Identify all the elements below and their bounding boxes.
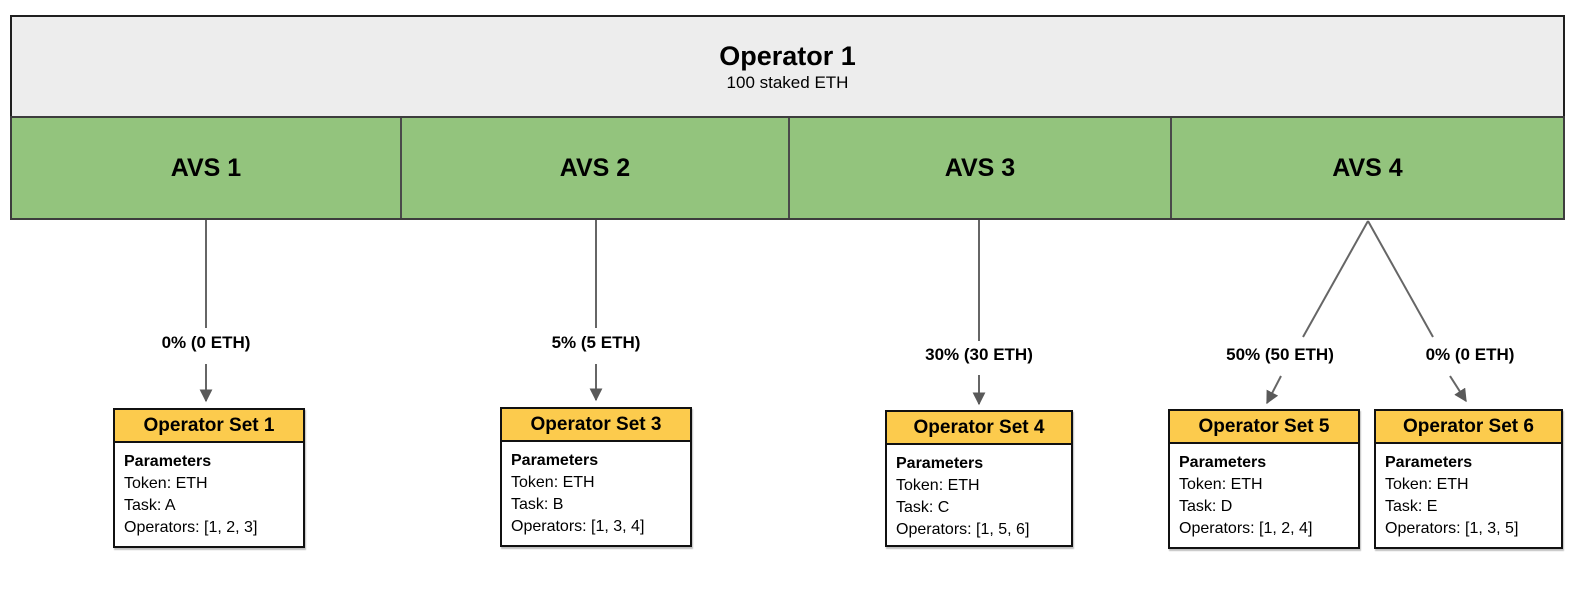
avs-1-label: AVS 1 [170,153,242,182]
avs-3-label: AVS 3 [944,153,1016,182]
param-token: Token: ETH [896,477,980,494]
operator-set-box-1: Operator Set 1 Parameters Token: ETH Tas… [113,408,305,548]
operator-set-1-header: Operator Set 1 [115,410,303,443]
operator-set-4-header: Operator Set 4 [887,412,1071,445]
param-token: Token: ETH [124,475,208,492]
param-operators: Operators: [1, 2, 3] [124,519,258,536]
param-heading: Parameters [124,453,212,470]
operator-set-3-params: Parameters Token: ETH Task: B Operators:… [502,442,690,538]
operator-set-6-title: Operator Set 6 [1403,415,1534,437]
param-task: Task: A [124,497,176,514]
avs-cell-3: AVS 3 [790,118,1172,218]
operator-set-5-params: Parameters Token: ETH Task: D Operators:… [1170,444,1358,540]
operator-set-4-title: Operator Set 4 [913,416,1045,438]
allocation-label-avs1: 0% (0 ETH) [161,333,251,352]
param-heading: Parameters [511,452,599,469]
arrow-avs4-left-line [1302,220,1369,338]
operator-set-5-title: Operator Set 5 [1198,415,1330,437]
arrow-avs4-to-set6 [1449,375,1467,403]
avs-cell-2: AVS 2 [402,118,790,218]
param-task: Task: C [896,499,950,516]
param-operators: Operators: [1, 5, 6] [896,521,1030,538]
param-operators: Operators: [1, 3, 4] [511,518,645,535]
allocation-label-avs2: 5% (5 ETH) [551,333,641,352]
avs-cell-1: AVS 1 [12,118,402,218]
avs-2-label: AVS 2 [559,153,631,182]
operator-node: Operator 1 100 staked ETH [10,15,1565,118]
operator-set-1-params: Parameters Token: ETH Task: A Operators:… [115,443,303,539]
operator-set-4-params: Parameters Token: ETH Task: C Operators:… [887,445,1071,541]
param-token: Token: ETH [1179,476,1263,493]
param-heading: Parameters [1179,454,1267,471]
param-task: Task: B [511,496,564,513]
operator-stake: 100 staked ETH [726,73,849,92]
operator-set-box-6: Operator Set 6 Parameters Token: ETH Tas… [1374,409,1563,549]
operator-set-box-5: Operator Set 5 Parameters Token: ETH Tas… [1168,409,1360,549]
operator-set-3-title: Operator Set 3 [530,413,662,435]
param-token: Token: ETH [511,474,595,491]
operator-set-5-header: Operator Set 5 [1170,411,1358,444]
allocation-label-avs4-set5: 50% (50 ETH) [1226,345,1334,364]
param-operators: Operators: [1, 2, 4] [1179,520,1313,537]
arrow-avs4-right-line [1367,220,1434,338]
param-token: Token: ETH [1385,476,1469,493]
operator-set-6-header: Operator Set 6 [1376,411,1561,444]
param-task: Task: D [1179,498,1233,515]
allocation-label-avs3: 30% (30 ETH) [925,345,1033,364]
param-heading: Parameters [1385,454,1473,471]
avs-cell-4: AVS 4 [1172,118,1563,218]
operator-title: Operator 1 [719,41,856,71]
avs-4-label: AVS 4 [1332,153,1403,182]
allocation-label-avs4-set6: 0% (0 ETH) [1425,345,1515,364]
operator-set-6-params: Parameters Token: ETH Task: E Operators:… [1376,444,1561,540]
param-task: Task: E [1385,498,1438,515]
param-operators: Operators: [1, 3, 5] [1385,520,1519,537]
avs-row: AVS 1 AVS 2 AVS 3 AVS 4 [10,116,1565,220]
param-heading: Parameters [896,455,984,472]
operator-set-1-title: Operator Set 1 [143,414,275,436]
arrow-avs4-to-set5 [1266,375,1282,405]
operator-set-3-header: Operator Set 3 [502,409,690,442]
operator-set-box-3: Operator Set 3 Parameters Token: ETH Tas… [500,407,692,547]
operator-set-box-4: Operator Set 4 Parameters Token: ETH Tas… [885,410,1073,547]
